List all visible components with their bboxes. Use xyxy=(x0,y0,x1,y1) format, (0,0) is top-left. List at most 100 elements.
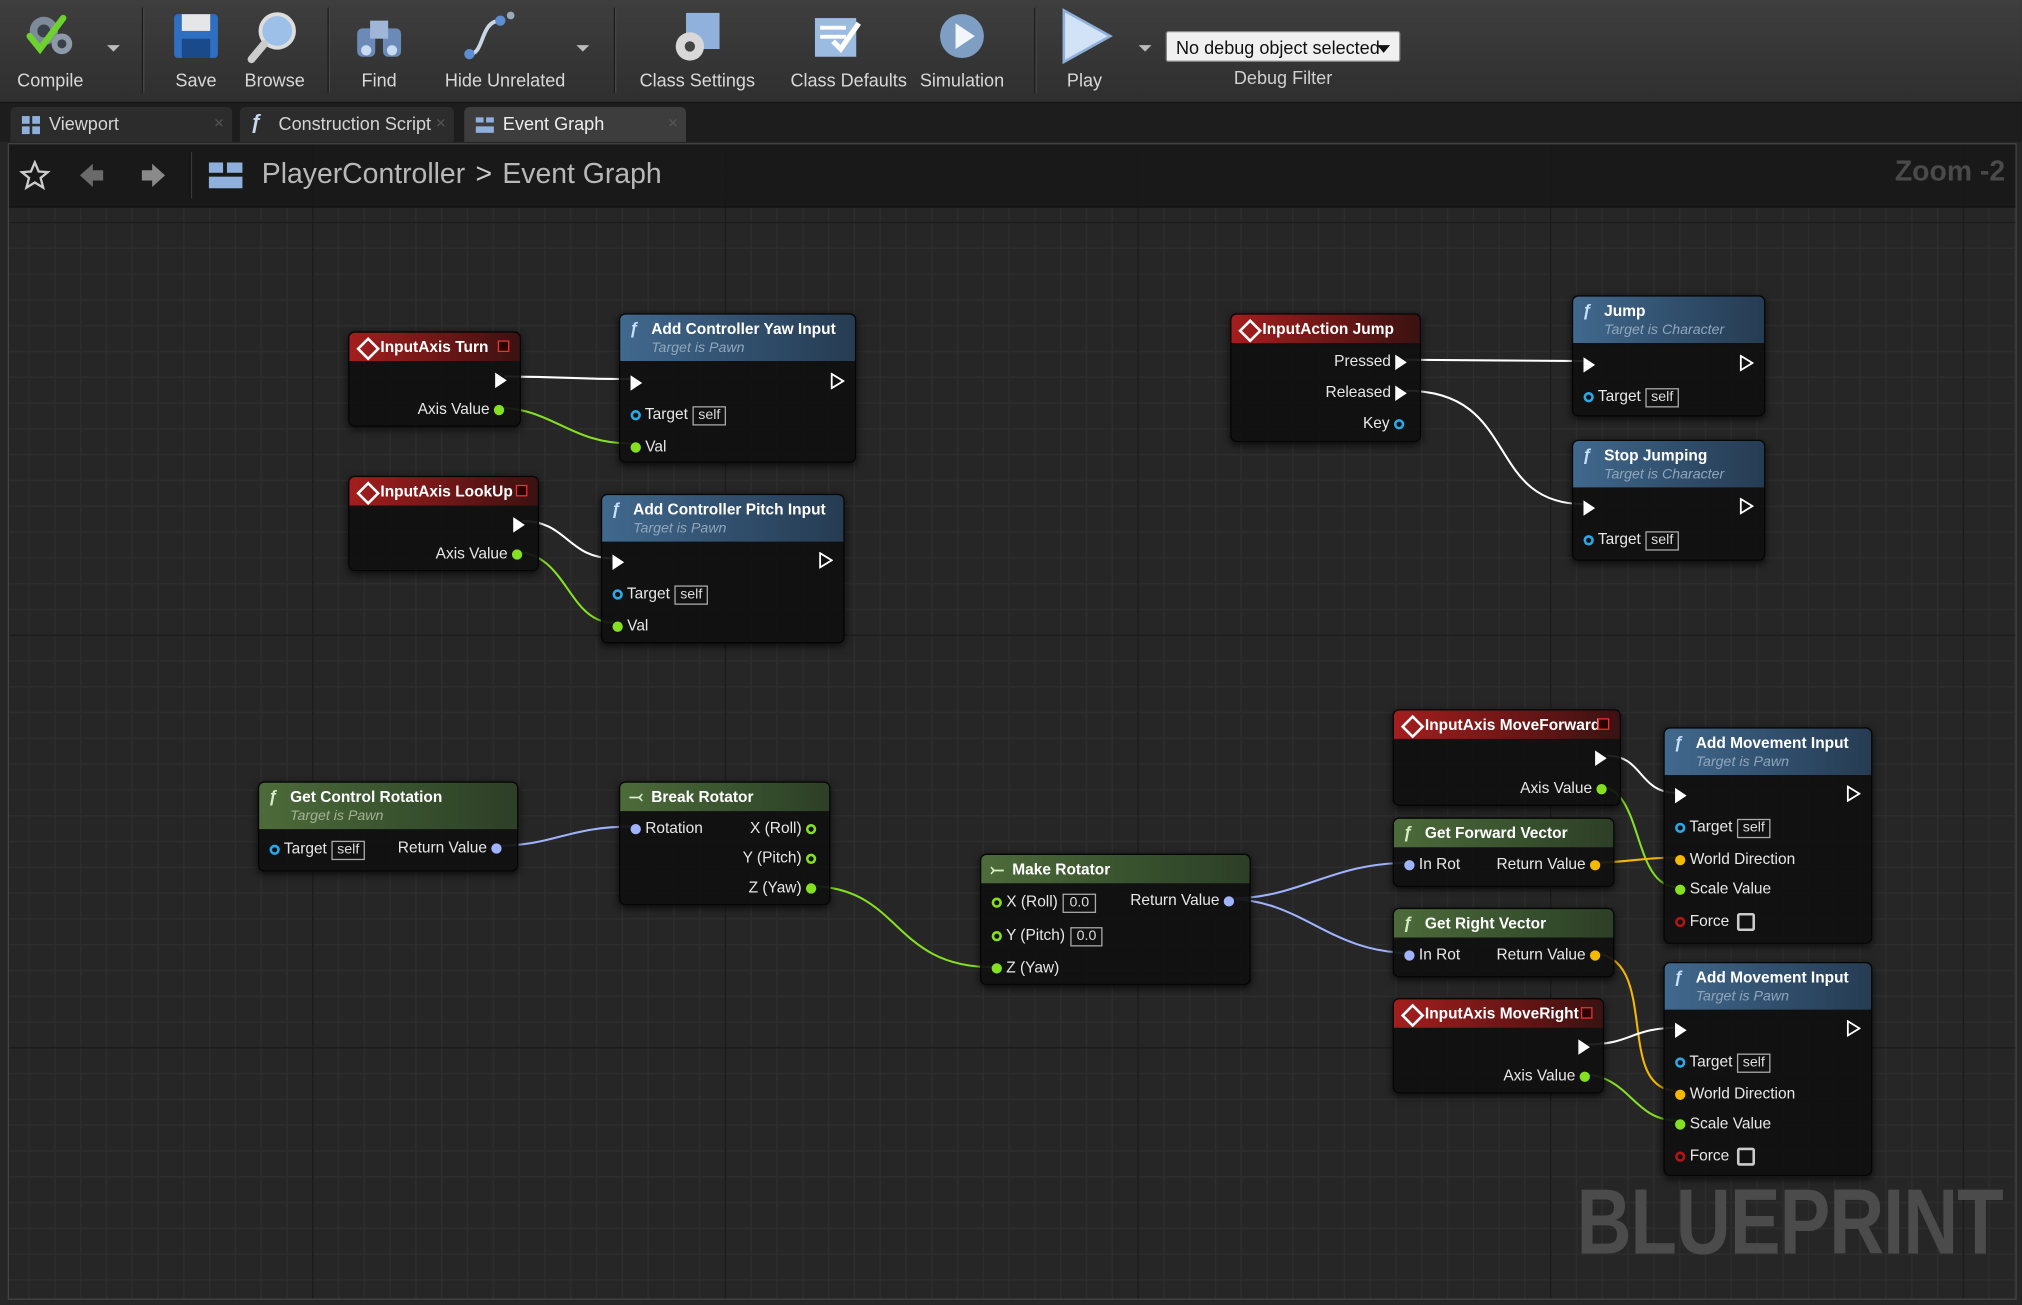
force-checkbox[interactable] xyxy=(1736,912,1756,931)
node-add-controller-pitch-input[interactable]: ƒ Add Controller Pitch Input Target is P… xyxy=(600,493,845,644)
close-icon[interactable]: ✕ xyxy=(667,117,679,132)
z-yaw-pin[interactable]: Z (Yaw) xyxy=(991,958,1059,976)
exec-out-pin[interactable] xyxy=(495,370,507,388)
return-value-pin[interactable]: Return Value xyxy=(1496,855,1601,873)
node-inputaction-jump[interactable]: InputAction Jump Pressed Released Key xyxy=(1230,313,1422,443)
compile-button[interactable]: Compile xyxy=(5,8,95,98)
return-value-pin[interactable]: Return Value xyxy=(398,838,502,856)
exec-in-pin[interactable] xyxy=(1675,1020,1687,1038)
hide-unrelated-button[interactable]: Hide Unrelated xyxy=(445,8,565,98)
val-pin[interactable]: Val xyxy=(630,437,666,455)
node-get-control-rotation[interactable]: ƒ Get Control Rotation Target is Pawn Ta… xyxy=(257,781,519,872)
output-delegate-icon[interactable] xyxy=(1580,1007,1593,1019)
exec-out-pin[interactable] xyxy=(1739,354,1754,372)
node-stop-jumping[interactable]: ƒ Stop Jumping Target is Character Targe… xyxy=(1571,439,1766,561)
axis-value-pin[interactable]: Axis Value xyxy=(1520,779,1607,797)
force-pin[interactable]: Force xyxy=(1675,912,1756,931)
world-direction-pin[interactable]: World Direction xyxy=(1675,1084,1795,1103)
tab-viewport[interactable]: Viewport ✕ xyxy=(10,107,233,142)
node-inputaxis-lookup[interactable]: InputAxis LookUp Axis Value xyxy=(348,475,540,572)
exec-out-pin[interactable] xyxy=(1578,1037,1590,1055)
world-direction-pin[interactable]: World Direction xyxy=(1675,850,1795,868)
exec-out-pin[interactable] xyxy=(1846,785,1861,803)
scale-value-pin[interactable]: Scale Value xyxy=(1675,879,1771,897)
pressed-pin[interactable]: Pressed xyxy=(1334,352,1407,370)
x-roll-pin[interactable]: X (Roll) xyxy=(750,819,817,837)
forward-arrow-icon[interactable] xyxy=(138,160,169,191)
node-inputaxis-moveforward[interactable]: InputAxis MoveForward Axis Value xyxy=(1392,709,1621,806)
browse-button[interactable]: Browse xyxy=(230,8,320,98)
node-add-movement-input-right[interactable]: ƒ Add Movement Input Target is Pawn Targ… xyxy=(1663,961,1873,1177)
exec-in-pin[interactable] xyxy=(1675,785,1687,804)
exec-in-pin[interactable] xyxy=(612,552,625,570)
exec-out-pin[interactable] xyxy=(513,515,525,533)
tab-event-graph[interactable]: Event Graph ✕ xyxy=(464,107,687,142)
x-roll-pin[interactable]: X (Roll)0.0 xyxy=(991,892,1096,913)
exec-out-pin[interactable] xyxy=(1739,497,1754,515)
save-button[interactable]: Save xyxy=(151,8,241,98)
debug-object-select[interactable]: No debug object selected xyxy=(1165,30,1401,62)
close-icon[interactable]: ✕ xyxy=(213,117,225,132)
node-add-controller-yaw-input[interactable]: ƒ Add Controller Yaw Input Target is Paw… xyxy=(618,313,857,463)
play-button[interactable]: Play xyxy=(1039,8,1129,98)
close-icon[interactable]: ✕ xyxy=(435,117,447,132)
node-inputaxis-moveright[interactable]: InputAxis MoveRight Axis Value xyxy=(1392,998,1605,1094)
node-add-movement-input-forward[interactable]: ƒ Add Movement Input Target is Pawn Targ… xyxy=(1663,727,1873,944)
axis-value-pin[interactable]: Axis Value xyxy=(436,544,523,562)
output-delegate-icon[interactable] xyxy=(1597,718,1610,730)
tab-construction-script[interactable]: ƒ Construction Script ✕ xyxy=(239,107,454,142)
exec-out-pin[interactable] xyxy=(819,551,834,569)
compile-options-dropdown[interactable] xyxy=(106,44,121,54)
pin-label: Return Value xyxy=(397,838,487,857)
key-pin[interactable]: Key xyxy=(1363,414,1405,432)
x-roll-value[interactable]: 0.0 xyxy=(1063,893,1096,913)
axis-value-pin[interactable]: Axis Value xyxy=(1503,1066,1590,1084)
hide-unrelated-dropdown[interactable] xyxy=(575,44,590,54)
class-defaults-button[interactable]: Class Defaults xyxy=(790,8,907,98)
exec-in-pin[interactable] xyxy=(1583,355,1596,373)
scale-value-pin[interactable]: Scale Value xyxy=(1675,1114,1771,1132)
rotation-pin[interactable]: Rotation xyxy=(630,819,703,837)
z-yaw-pin[interactable]: Z (Yaw) xyxy=(749,878,817,896)
simulation-button[interactable]: Simulation xyxy=(917,8,1007,98)
class-settings-button[interactable]: Class Settings xyxy=(640,8,755,98)
node-make-rotator[interactable]: ⤚ Make Rotator X (Roll)0.0 Y (Pitch)0.0 … xyxy=(980,853,1251,986)
exec-out-pin[interactable] xyxy=(1846,1019,1861,1037)
y-pitch-pin[interactable]: Y (Pitch)0.0 xyxy=(991,926,1103,947)
force-checkbox[interactable] xyxy=(1736,1147,1756,1166)
viewport-icon xyxy=(21,116,40,135)
exec-out-pin[interactable] xyxy=(830,372,845,390)
exec-in-pin[interactable] xyxy=(630,373,643,391)
play-options-dropdown[interactable] xyxy=(1137,44,1152,54)
output-delegate-icon[interactable] xyxy=(515,484,528,497)
star-icon[interactable] xyxy=(19,159,51,191)
find-button[interactable]: Find xyxy=(334,8,424,98)
val-pin[interactable]: Val xyxy=(612,616,648,634)
in-rot-pin[interactable]: In Rot xyxy=(1404,945,1460,963)
node-break-rotator[interactable]: ⤙ Break Rotator Rotation X (Roll) Y (Pit… xyxy=(618,781,831,906)
released-pin[interactable]: Released xyxy=(1326,383,1407,401)
return-value-pin[interactable]: Return Value xyxy=(1496,945,1601,963)
node-get-forward-vector[interactable]: ƒ Get Forward Vector In Rot Return Value xyxy=(1392,817,1615,888)
output-delegate-icon[interactable] xyxy=(497,340,510,353)
breadcrumb-root[interactable]: PlayerController xyxy=(261,157,466,190)
y-pitch-value[interactable]: 0.0 xyxy=(1070,927,1103,947)
node-get-right-vector[interactable]: ƒ Get Right Vector In Rot Return Value xyxy=(1392,907,1615,978)
back-arrow-icon[interactable] xyxy=(76,160,107,191)
axis-value-pin[interactable]: Axis Value xyxy=(418,400,505,418)
exec-out-pin[interactable] xyxy=(1595,748,1607,766)
return-value-pin[interactable]: Return Value xyxy=(1130,891,1235,909)
y-pitch-pin[interactable]: Y (Pitch) xyxy=(743,848,817,867)
force-pin[interactable]: Force xyxy=(1675,1146,1756,1166)
node-inputaxis-turn[interactable]: InputAxis Turn Axis Value xyxy=(348,331,521,427)
in-rot-pin[interactable]: In Rot xyxy=(1404,855,1460,873)
exec-in-pin[interactable] xyxy=(1583,498,1596,516)
